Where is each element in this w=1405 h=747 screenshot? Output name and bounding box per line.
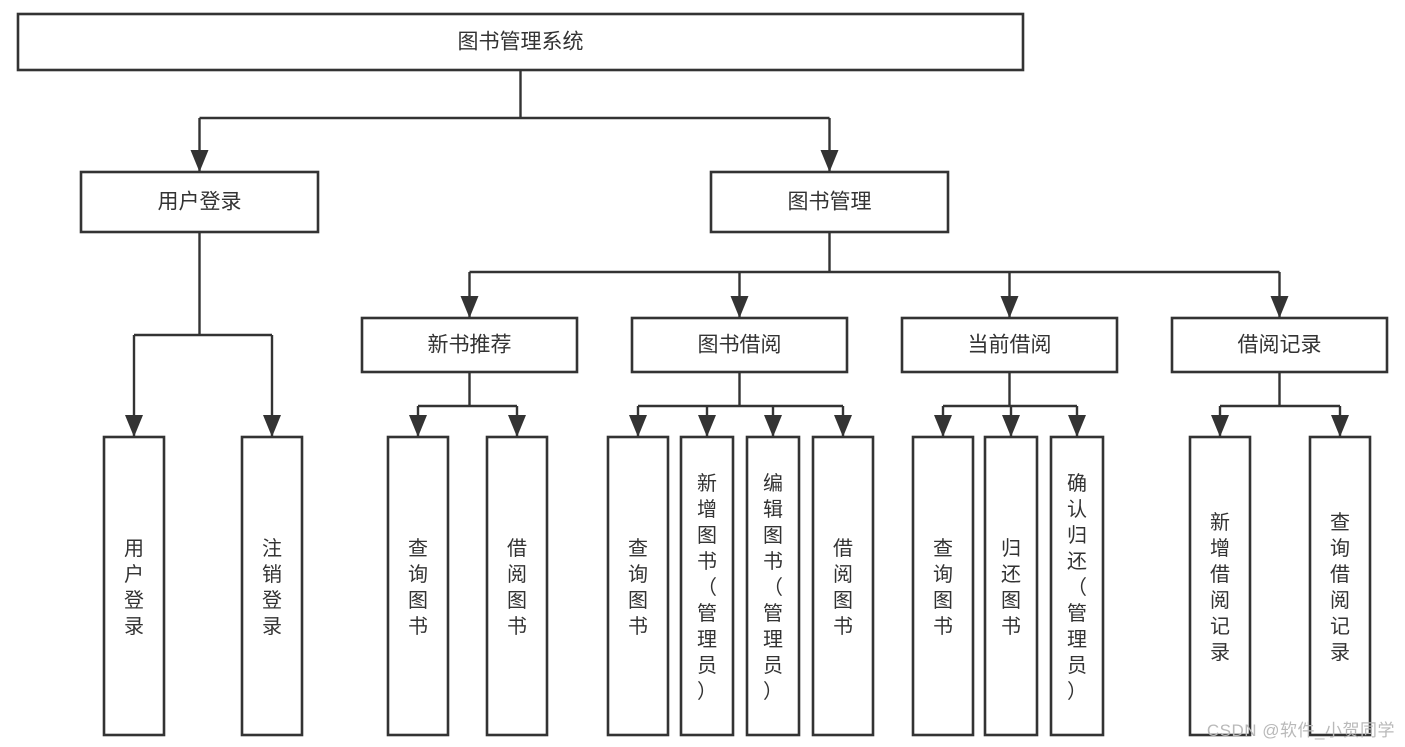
node-leaf-user-logout[interactable]: 注销登录 — [240, 435, 304, 737]
node-label-leaf-confirm-return-admin: 确认归还（管理员） — [1067, 472, 1087, 703]
node-leaf-user-login[interactable]: 用户登录 — [102, 435, 166, 737]
node-label-leaf-user-logout: 注销登录 — [262, 537, 282, 638]
node-box-leaf-query-book-borrow — [606, 435, 670, 737]
node-leaf-return-book[interactable]: 归还图书 — [983, 435, 1039, 737]
conn-bookmgmt-to-level3-arrow-book-borrow — [730, 296, 749, 318]
node-borrow-record[interactable]: 借阅记录 — [1170, 316, 1389, 374]
node-box-leaf-add-borrow-record — [1188, 435, 1252, 737]
conn-newbook-to-leaves-arrow-leaf-query-book-new — [409, 415, 427, 437]
node-box-leaf-query-book-current — [911, 435, 975, 737]
conn-bookborrow-to-leaves-arrow-leaf-add-book-admin — [698, 415, 716, 437]
node-label-current-borrow: 当前借阅 — [968, 334, 1052, 357]
node-leaf-query-book-new[interactable]: 查询图书 — [386, 435, 450, 737]
node-box-leaf-borrow-book-new — [485, 435, 549, 737]
node-leaf-borrow-book[interactable]: 借阅图书 — [811, 435, 875, 737]
node-root[interactable]: 图书管理系统 — [16, 12, 1025, 72]
node-label-leaf-add-book-admin: 新增图书（管理员） — [697, 472, 717, 703]
conn-bookmgmt-to-level3-arrow-borrow-record — [1270, 296, 1289, 318]
conn-currentborrow-to-leaves-arrow-leaf-confirm-return-admin — [1068, 415, 1086, 437]
conn-root-to-level2-arrow-user-login — [190, 150, 209, 172]
node-label-user-login: 用户登录 — [158, 191, 242, 214]
node-leaf-borrow-book-new[interactable]: 借阅图书 — [485, 435, 549, 737]
node-leaf-edit-book-admin[interactable]: 编辑图书（管理员） — [745, 435, 801, 737]
node-label-leaf-query-book-current: 查询图书 — [933, 537, 953, 638]
node-box-leaf-return-book — [983, 435, 1039, 737]
node-label-borrow-record: 借阅记录 — [1238, 334, 1322, 357]
node-label-leaf-add-borrow-record: 新增借阅记录 — [1210, 511, 1230, 664]
node-label-leaf-borrow-book-new: 借阅图书 — [507, 537, 527, 638]
node-label-leaf-return-book: 归还图书 — [1001, 537, 1021, 638]
node-label-root: 图书管理系统 — [458, 31, 584, 54]
node-label-leaf-query-book-new: 查询图书 — [408, 537, 428, 638]
node-label-new-book-recommend: 新书推荐 — [428, 334, 512, 357]
node-box-current-borrow — [900, 316, 1119, 374]
node-leaf-confirm-return-admin[interactable]: 确认归还（管理员） — [1049, 435, 1105, 737]
node-box-book-borrow — [630, 316, 849, 374]
node-current-borrow[interactable]: 当前借阅 — [900, 316, 1119, 374]
node-leaf-add-borrow-record[interactable]: 新增借阅记录 — [1188, 435, 1252, 737]
node-leaf-query-book-borrow[interactable]: 查询图书 — [606, 435, 670, 737]
conn-userlogin-to-leaves-arrow-leaf-user-login — [125, 415, 143, 437]
conn-currentborrow-to-leaves-arrow-leaf-query-book-current — [934, 415, 952, 437]
conn-borrowrecord-to-leaves-arrow-leaf-query-borrow-record — [1331, 415, 1349, 437]
node-box-leaf-edit-book-admin — [745, 435, 801, 737]
node-label-leaf-edit-book-admin: 编辑图书（管理员） — [763, 472, 783, 703]
node-box-leaf-query-borrow-record — [1308, 435, 1372, 737]
node-box-leaf-add-book-admin — [679, 435, 735, 737]
node-book-borrow[interactable]: 图书借阅 — [630, 316, 849, 374]
conn-bookborrow-to-leaves-arrow-leaf-borrow-book — [834, 415, 852, 437]
node-label-leaf-query-book-borrow: 查询图书 — [628, 537, 648, 638]
conn-newbook-to-leaves-arrow-leaf-borrow-book-new — [508, 415, 526, 437]
node-box-borrow-record — [1170, 316, 1389, 374]
conn-borrowrecord-to-leaves-arrow-leaf-add-borrow-record — [1211, 415, 1229, 437]
node-box-leaf-user-login — [102, 435, 166, 737]
node-label-book-borrow: 图书借阅 — [698, 334, 782, 357]
node-box-new-book-recommend — [360, 316, 579, 374]
conn-bookborrow-to-leaves-arrow-leaf-query-book-borrow — [629, 415, 647, 437]
node-label-book-management: 图书管理 — [788, 191, 872, 214]
node-user-login[interactable]: 用户登录 — [79, 170, 320, 234]
node-box-leaf-confirm-return-admin — [1049, 435, 1105, 737]
conn-bookborrow-to-leaves-arrow-leaf-edit-book-admin — [764, 415, 782, 437]
node-label-leaf-user-login: 用户登录 — [124, 538, 144, 638]
node-box-leaf-query-book-new — [386, 435, 450, 737]
csdn-watermark: CSDN @软件_小贺同学 — [1206, 721, 1395, 740]
node-box-book-management — [709, 170, 950, 234]
node-label-leaf-borrow-book: 借阅图书 — [833, 537, 853, 638]
conn-bookmgmt-to-level3-arrow-current-borrow — [1000, 296, 1019, 318]
node-box-user-login — [79, 170, 320, 234]
node-box-leaf-user-logout — [240, 435, 304, 737]
node-leaf-add-book-admin[interactable]: 新增图书（管理员） — [679, 435, 735, 737]
connector-layer — [125, 70, 1349, 437]
conn-root-to-level2-arrow-book-management — [820, 150, 839, 172]
node-new-book-recommend[interactable]: 新书推荐 — [360, 316, 579, 374]
conn-bookmgmt-to-level3-arrow-new-book-recommend — [460, 296, 479, 318]
node-label-leaf-query-borrow-record: 查询借阅记录 — [1330, 511, 1350, 664]
node-leaf-query-borrow-record[interactable]: 查询借阅记录 — [1308, 435, 1372, 737]
node-box-leaf-borrow-book — [811, 435, 875, 737]
node-layer: 图书管理系统用户登录图书管理新书推荐图书借阅当前借阅借阅记录用户登录注销登录查询… — [16, 12, 1389, 737]
node-leaf-query-book-current[interactable]: 查询图书 — [911, 435, 975, 737]
conn-currentborrow-to-leaves-arrow-leaf-return-book — [1002, 415, 1020, 437]
node-box-root — [16, 12, 1025, 72]
conn-userlogin-to-leaves-arrow-leaf-user-logout — [263, 415, 281, 437]
node-book-management[interactable]: 图书管理 — [709, 170, 950, 234]
